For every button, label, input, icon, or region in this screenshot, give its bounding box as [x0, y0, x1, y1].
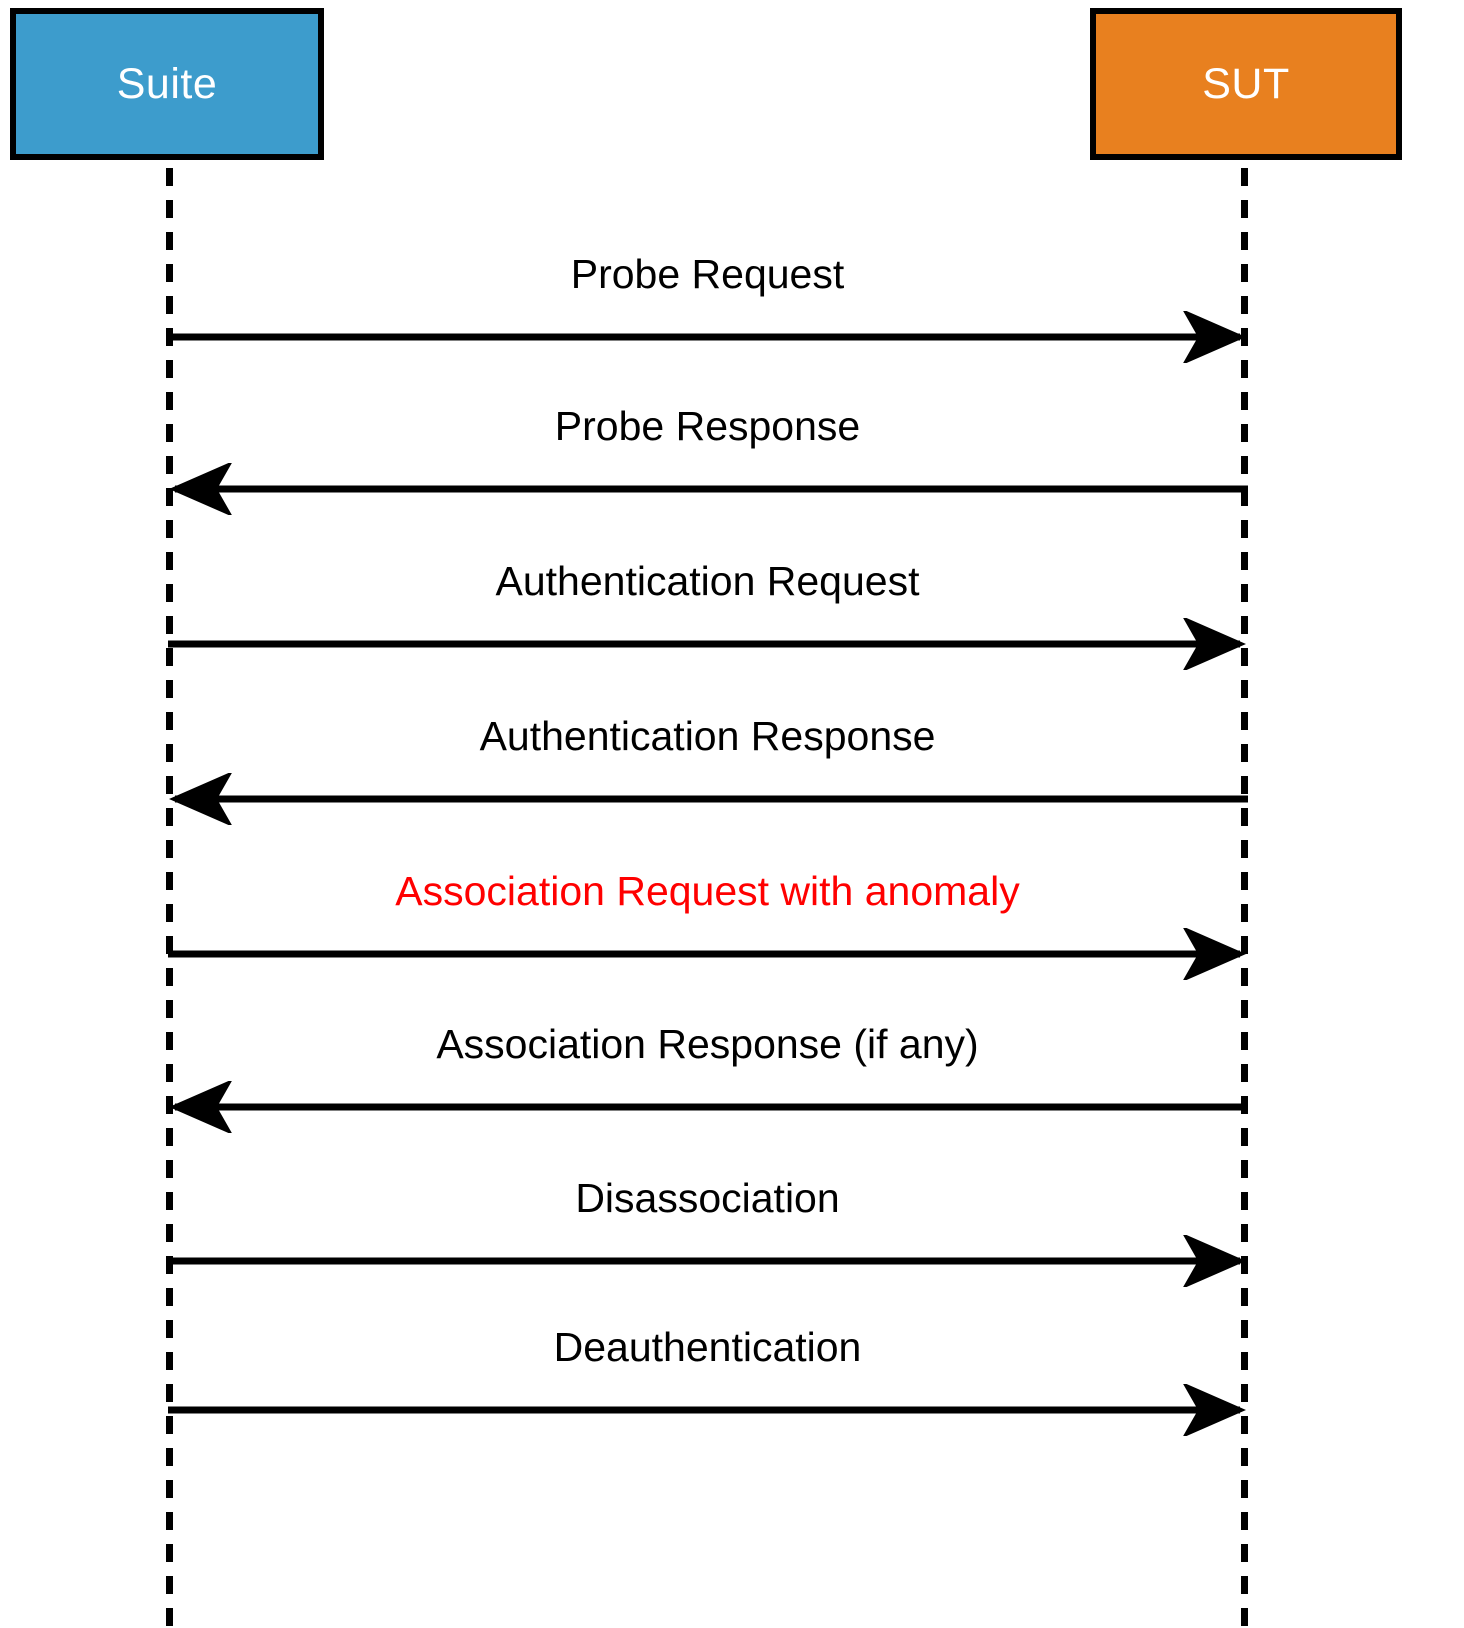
- message-label-5: Association Request with anomaly: [395, 868, 1020, 914]
- lifeline-suite: [166, 168, 173, 1628]
- message-arrow-right-5: [160, 928, 1255, 980]
- message-arrow-right-3: [160, 618, 1255, 670]
- message-row-2[interactable]: Probe Response: [0, 403, 1464, 515]
- actor-label-suite: Suite: [116, 59, 218, 108]
- message-row-3[interactable]: Authentication Request: [0, 558, 1464, 670]
- message-row-4[interactable]: Authentication Response: [0, 713, 1464, 825]
- message-arrow-left-4: [160, 773, 1255, 825]
- message-arrow-left-2: [160, 463, 1255, 515]
- message-row-1[interactable]: Probe Request: [0, 251, 1464, 363]
- message-label-4: Authentication Response: [479, 713, 936, 759]
- lifeline-sut: [1241, 168, 1248, 1628]
- actor-box-sut[interactable]: SUT: [1090, 8, 1402, 160]
- message-arrow-left-6: [160, 1081, 1255, 1133]
- message-label-2: Probe Response: [554, 403, 861, 449]
- message-label-6: Association Response (if any): [436, 1021, 979, 1067]
- message-row-6[interactable]: Association Response (if any): [0, 1021, 1464, 1133]
- message-row-7[interactable]: Disassociation: [0, 1175, 1464, 1287]
- message-label-8: Deauthentication: [553, 1324, 862, 1370]
- message-label-3: Authentication Request: [495, 558, 920, 604]
- actor-box-suite[interactable]: Suite: [10, 8, 324, 160]
- actor-label-sut: SUT: [1202, 59, 1290, 108]
- message-arrow-right-7: [160, 1235, 1255, 1287]
- message-label-1: Probe Request: [570, 251, 845, 297]
- message-arrow-right-8: [160, 1384, 1255, 1436]
- message-row-8[interactable]: Deauthentication: [0, 1324, 1464, 1436]
- message-row-5[interactable]: Association Request with anomaly: [0, 868, 1464, 980]
- message-arrow-right-1: [160, 311, 1255, 363]
- message-label-7: Disassociation: [575, 1175, 840, 1221]
